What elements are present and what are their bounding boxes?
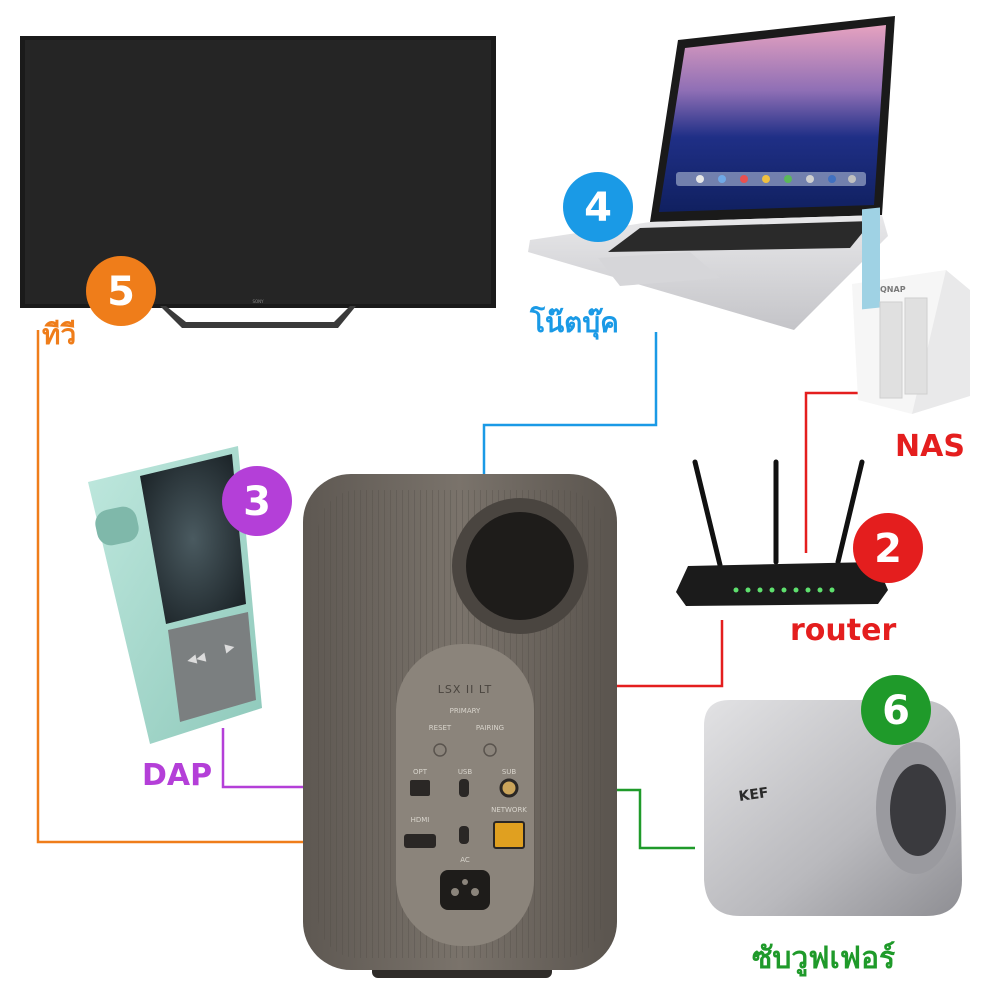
ac-inlet[interactable] (440, 870, 490, 910)
laptop (528, 16, 895, 330)
badge-router-number: 2 (874, 526, 902, 572)
router (676, 459, 888, 606)
speaker: LSX II LT PRIMARY RESET PAIRING OPT USB … (303, 474, 617, 978)
panel-label-usb: USB (458, 768, 473, 776)
panel-label-opt: OPT (413, 768, 428, 776)
nas-brand: QNAP (880, 285, 906, 294)
badge-router: 2 (853, 513, 923, 583)
speaker-model: LSX II LT (438, 683, 492, 696)
dap: ◀◀ ▶ (88, 446, 262, 744)
usb-c-port-2[interactable] (459, 826, 469, 844)
tv-label: ทีวี (42, 318, 76, 351)
panel-label-pairing: PAIRING (476, 724, 504, 732)
router-antenna-1 (692, 459, 723, 568)
sub-driver (890, 764, 946, 856)
router-antenna-3 (835, 459, 865, 565)
badge-laptop: 4 (563, 172, 633, 242)
tv-screen (25, 40, 491, 304)
badge-dap: 3 (222, 466, 292, 536)
tv-brand: SONY (252, 299, 264, 304)
panel-label-ac: AC (460, 856, 470, 864)
nas-accent (862, 207, 880, 310)
panel-label-primary: PRIMARY (450, 707, 481, 715)
optical-port[interactable] (410, 780, 430, 796)
badge-tv: 5 (86, 256, 156, 326)
usb-c-port[interactable] (459, 779, 469, 797)
subwoofer: KEF (704, 700, 962, 916)
speaker-port-inner (466, 512, 574, 620)
dap-volume-knob (95, 506, 139, 546)
dap-play-icon: ▶ (224, 639, 237, 655)
router-label: router (790, 613, 896, 648)
nas-bay-2 (904, 297, 928, 395)
tv: SONY (20, 36, 496, 328)
panel-label-reset: RESET (429, 724, 452, 732)
dap-prev-icon: ◀◀ (186, 649, 208, 667)
laptop-keyboard (608, 221, 872, 252)
sub-out-port[interactable] (499, 778, 519, 798)
hdmi-port[interactable] (404, 834, 436, 848)
tv-hdmi-line (36, 330, 420, 844)
reset-button[interactable] (433, 743, 447, 757)
dap-label: DAP (142, 758, 212, 793)
badge-tv-number: 5 (107, 269, 135, 315)
tv-stand (160, 306, 356, 328)
nas-bay-1 (879, 301, 903, 399)
laptop-trackpad (598, 252, 720, 286)
router-body (676, 562, 888, 606)
badge-dap-number: 3 (243, 479, 271, 525)
laptop-dock (676, 172, 866, 186)
nas-router-line (804, 391, 862, 553)
panel-label-network: NETWORK (491, 806, 527, 814)
panel-label-hdmi: HDMI (411, 816, 430, 824)
dap-controls (168, 612, 256, 722)
badge-laptop-number: 4 (584, 185, 612, 231)
router-leds (733, 587, 835, 593)
pairing-button[interactable] (483, 743, 497, 757)
panel-label-sub: SUB (502, 768, 517, 776)
subwoofer-label: ซับวูฟเฟอร์ (752, 941, 895, 977)
nas: QNAP (852, 207, 970, 414)
sub-brand: KEF (738, 785, 770, 805)
laptop-label: โน๊ตบุ๊ค (529, 305, 619, 340)
badge-subwoofer: 6 (861, 675, 931, 745)
dap-screen (140, 454, 246, 624)
ethernet-port[interactable] (493, 821, 525, 849)
laptop-screen (659, 25, 886, 212)
nas-label: NAS (895, 429, 965, 464)
badge-subwoofer-number: 6 (882, 688, 910, 734)
